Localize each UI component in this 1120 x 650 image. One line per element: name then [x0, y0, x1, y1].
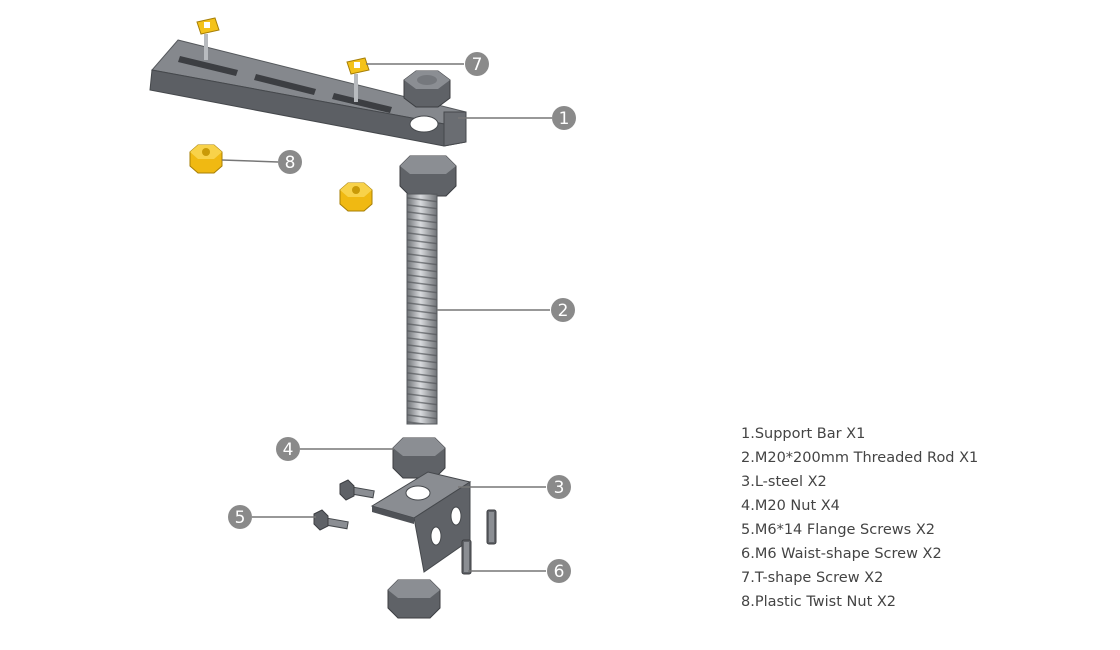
flange-screw-1: [339, 479, 375, 501]
callout-5-label: 5: [235, 508, 246, 528]
m20-nut-top: [403, 70, 451, 108]
callout-6-label: 6: [554, 562, 565, 582]
parts-list-item: 2.M20*200mm Threaded Rod X1: [741, 450, 979, 466]
parts-list-item: 5.M6*14 Flange Screws X2: [741, 522, 935, 538]
callout-1: 1: [552, 106, 576, 130]
l-steel: [370, 471, 472, 573]
parts-list-item: 6.M6 Waist-shape Screw X2: [741, 546, 942, 562]
callout-3: 3: [547, 475, 571, 499]
callout-4-label: 4: [283, 440, 294, 460]
callout-6: 6: [547, 559, 571, 583]
parts-list-item: 1.Support Bar X1: [741, 426, 866, 442]
parts-list-item: 7.T-shape Screw X2: [741, 570, 884, 586]
m20-nut-lower: [392, 437, 446, 479]
callout-4: 4: [276, 437, 300, 461]
plastic-twist-nut-1: [189, 144, 223, 174]
support-bar: [149, 39, 467, 147]
leader-lines: [221, 63, 552, 572]
plastic-twist-nut-2: [339, 182, 373, 212]
parts-list-item: 8.Plastic Twist Nut X2: [741, 594, 897, 610]
t-shape-screw-left: [196, 17, 220, 60]
callout-7: 7: [465, 52, 489, 76]
m20-nut-upper-rod: [399, 155, 457, 197]
flange-screw-2: [313, 509, 349, 531]
t-shape-screw-right: [346, 57, 370, 102]
callout-2: 2: [551, 298, 575, 322]
callout-7-label: 7: [472, 55, 483, 75]
callout-8-label: 8: [285, 153, 296, 173]
parts-list-item: 4.M20 Nut X4: [741, 498, 840, 514]
callout-3-label: 3: [554, 478, 565, 498]
waist-shape-screw-1: [486, 509, 497, 545]
waist-shape-screw-2: [461, 539, 472, 575]
parts-list: 1.Support Bar X1 2.M20*200mm Threaded Ro…: [741, 422, 978, 614]
callout-1-label: 1: [559, 109, 570, 129]
parts-list-item: 3.L-steel X2: [741, 474, 827, 490]
callout-8: 8: [278, 150, 302, 174]
callout-5: 5: [228, 505, 252, 529]
threaded-rod: [406, 193, 438, 425]
callout-2-label: 2: [558, 301, 569, 321]
m20-nut-bottom: [387, 579, 441, 619]
